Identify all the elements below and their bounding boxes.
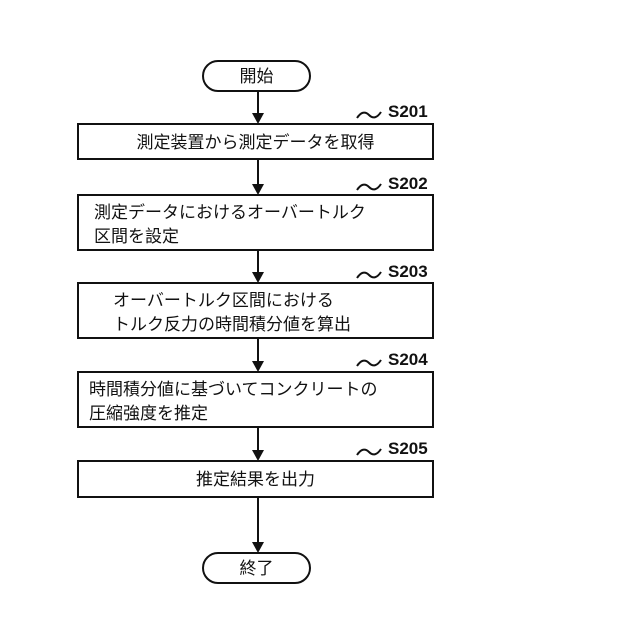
arrowhead-s205-end <box>252 542 264 553</box>
step-label-s201: S201 <box>388 102 428 121</box>
process-text-s202-line2: 区間を設定 <box>94 227 179 247</box>
step-label-s205: S205 <box>388 439 428 458</box>
process-text-s201: 測定装置から測定データを取得 <box>137 132 375 153</box>
end-label: 終了 <box>240 559 274 579</box>
process-text-s204-line1: 時間積分値に基づいてコンクリートの <box>89 380 378 400</box>
step-label-leader-s202 <box>357 184 381 190</box>
step-label-leader-s203 <box>357 272 381 278</box>
process-text-s204-line2: 圧縮強度を推定 <box>89 404 208 424</box>
step-label-s203: S203 <box>388 262 428 281</box>
process-text-s205: 推定結果を出力 <box>196 470 315 490</box>
step-label-s204: S204 <box>388 350 428 369</box>
arrowhead-s201-s202 <box>252 184 264 195</box>
process-text-s203-line1: オーバートルク区間における <box>113 291 334 311</box>
start-label: 開始 <box>240 67 274 87</box>
step-label-leader-s205 <box>357 449 381 455</box>
step-label-leader-s201 <box>357 112 381 118</box>
arrowhead-s203-s204 <box>252 361 264 372</box>
process-text-s202-line1: 測定データにおけるオーバートルク <box>94 202 366 223</box>
arrowhead-s202-s203 <box>252 272 264 283</box>
arrowhead-start-s201 <box>252 113 264 124</box>
process-text-s203-line2: トルク反力の時間積分値を算出 <box>113 315 351 335</box>
step-label-s202: S202 <box>388 174 428 193</box>
arrowhead-s204-s205 <box>252 450 264 461</box>
step-label-leader-s204 <box>357 360 381 366</box>
